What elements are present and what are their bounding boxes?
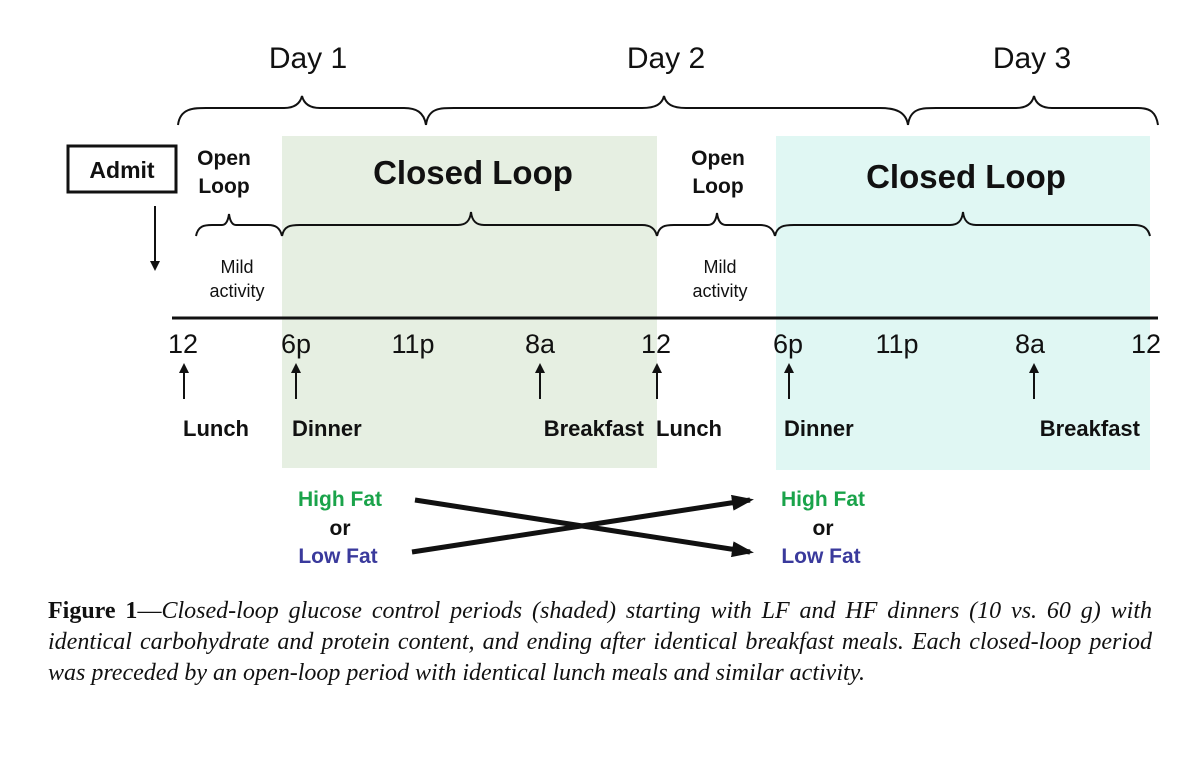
day-3-brace — [907, 95, 1159, 126]
day-3-label: Day 3 — [993, 42, 1071, 75]
closed-loop-1-brace — [281, 211, 658, 237]
study-timeline-diagram: Day 1 Day 2 Day 3 Admit Open Loop Closed… — [66, 42, 1161, 568]
diet-left-high-fat: High Fat — [298, 488, 382, 511]
caption-text: Closed-loop glucose control periods (sha… — [48, 598, 1153, 686]
mild-activity-2-line-2: activity — [692, 281, 747, 301]
closed-loop-1-label: Closed Loop — [373, 154, 573, 191]
open-loop-1-line-2: Loop — [198, 175, 249, 198]
meal-dinner-1: Dinner — [292, 416, 362, 441]
open-loop-2-line-2: Loop — [692, 175, 743, 198]
tick-label-1: 12 — [168, 329, 198, 359]
open-loop-2-brace — [656, 212, 776, 237]
tick-label-4: 8a — [525, 329, 556, 359]
caption-label: Figure 1 — [48, 598, 138, 624]
closed-loop-1-shade — [282, 136, 657, 468]
tick-label-9: 12 — [1131, 329, 1161, 359]
figure-caption: Figure 1—Closed-loop glucose control per… — [48, 596, 1152, 689]
day-1-label: Day 1 — [269, 42, 347, 75]
mild-activity-2-line-1: Mild — [703, 257, 736, 277]
mild-activity-1-line-2: activity — [209, 281, 264, 301]
day-2-label: Day 2 — [627, 42, 705, 75]
diet-right-or: or — [813, 517, 834, 540]
meal-lunch-1: Lunch — [183, 416, 249, 441]
day-1-brace — [177, 95, 427, 126]
meal-dinner-2: Dinner — [784, 416, 854, 441]
diet-left-low-fat: Low Fat — [298, 545, 377, 568]
admit-label: Admit — [89, 157, 155, 183]
tick-label-7: 11p — [875, 329, 918, 359]
tick-label-6: 6p — [773, 329, 803, 359]
tick-label-2: 6p — [281, 329, 311, 359]
open-loop-2-line-1: Open — [691, 147, 745, 170]
mild-activity-1-line-1: Mild — [220, 257, 253, 277]
diet-left-or: or — [330, 517, 351, 540]
diet-right-high-fat: High Fat — [781, 488, 865, 511]
meal-lunch-2: Lunch — [656, 416, 722, 441]
admit-box — [66, 144, 178, 194]
day-2-brace — [425, 95, 909, 126]
caption-dash: — — [137, 598, 162, 624]
open-loop-1-line-1: Open — [197, 147, 251, 170]
open-loop-1-brace — [195, 213, 283, 237]
tick-label-3: 11p — [391, 329, 434, 359]
diet-right-low-fat: Low Fat — [781, 545, 860, 568]
tick-label-5: 12 — [641, 329, 671, 359]
closed-loop-2-brace — [774, 211, 1151, 237]
crossover-arrow-up — [411, 494, 754, 555]
tick-label-8: 8a — [1015, 329, 1046, 359]
meal-breakfast-2: Breakfast — [1040, 416, 1141, 441]
closed-loop-2-shade — [776, 136, 1150, 470]
closed-loop-2-label: Closed Loop — [866, 158, 1066, 195]
meal-breakfast-1: Breakfast — [544, 416, 645, 441]
